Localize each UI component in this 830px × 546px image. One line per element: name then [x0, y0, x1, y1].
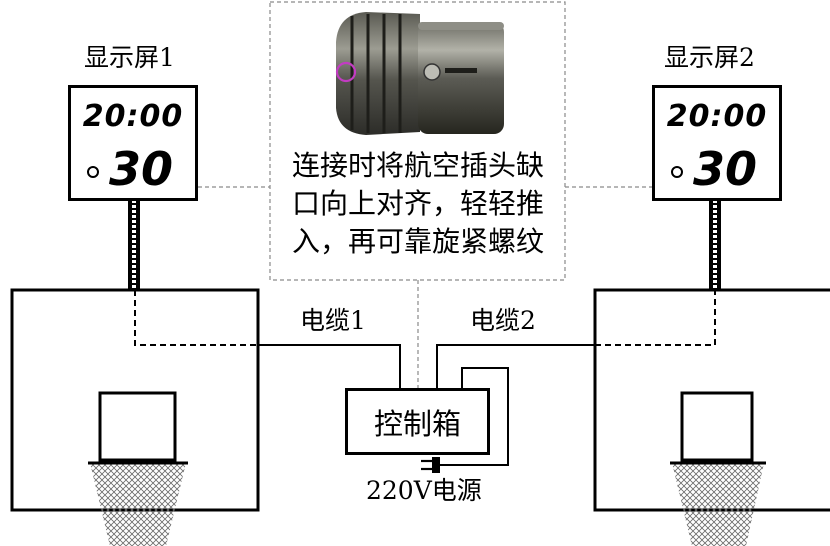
cable-2 — [436, 344, 595, 388]
connector-slot — [445, 68, 477, 73]
connector-body — [418, 22, 504, 134]
post-right — [709, 200, 721, 290]
net-right — [672, 463, 764, 546]
display-1-label: 显示屏1 — [84, 43, 175, 72]
cable-2-label: 电缆2 — [470, 306, 536, 335]
target-square-right — [680, 391, 754, 462]
power-label: 220V电源 — [366, 476, 482, 505]
display-1: 20:00 30 — [68, 85, 198, 201]
control-box-label: 控制箱 — [373, 406, 461, 441]
control-box: 控制箱 — [345, 388, 490, 455]
target-square-left — [98, 391, 177, 462]
connector-nut — [336, 12, 420, 135]
display-2-label: 显示屏2 — [664, 43, 755, 72]
connection-note-line-2: 口向上对齐，轻轻推 — [291, 187, 544, 220]
post-left — [128, 200, 140, 290]
notch-marker-circle — [335, 61, 357, 83]
display-1-game-time: 20:00 — [82, 99, 184, 134]
power-cord — [440, 367, 509, 466]
connection-note-line-1: 连接时将航空插头缺 — [291, 149, 544, 182]
display-2-shot-clock: 30 — [693, 142, 758, 196]
cable-1-label: 电缆1 — [300, 306, 366, 335]
cable-1 — [258, 344, 401, 388]
display-1-indicator-dot — [87, 166, 99, 178]
cable-2-hidden — [595, 290, 716, 346]
display-1-shot-clock: 30 — [109, 142, 174, 196]
connector-screw — [423, 63, 441, 81]
connection-note-line-3: 入，再可靠旋紧螺纹 — [291, 225, 544, 258]
connector-photo — [335, 12, 504, 135]
net-left — [90, 463, 186, 546]
cable-1-hidden — [134, 290, 258, 346]
display-2: 20:00 30 — [652, 85, 782, 201]
plug-icon — [421, 457, 440, 473]
display-2-indicator-dot — [671, 166, 683, 178]
connector-callout-frame — [269, 1, 566, 281]
display-2-game-time: 20:00 — [666, 99, 768, 134]
